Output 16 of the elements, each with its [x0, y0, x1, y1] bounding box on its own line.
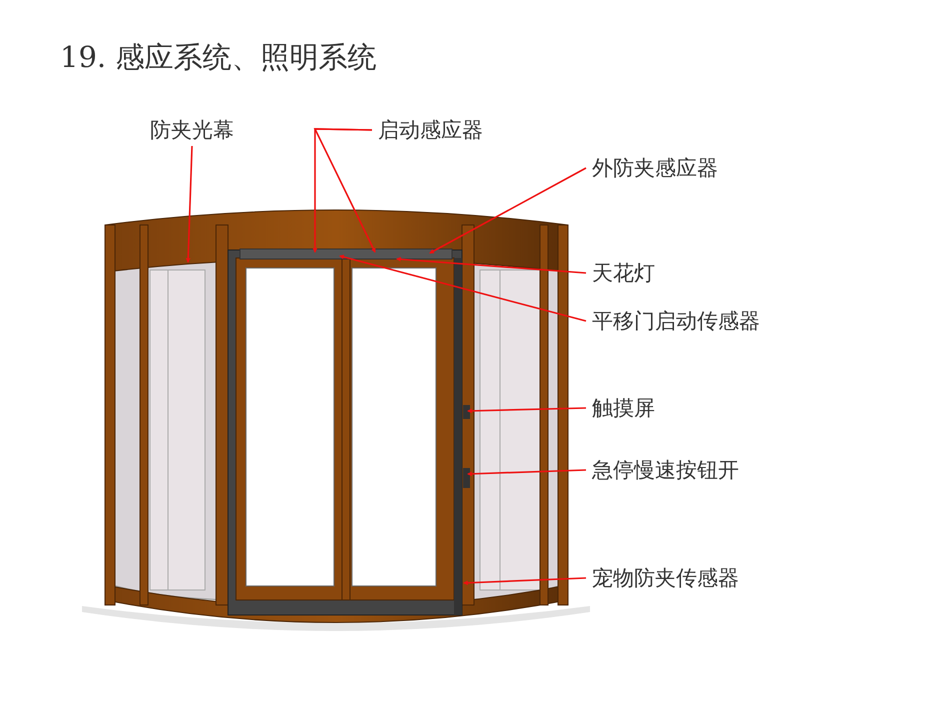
callout-label: 急停慢速按钮开 — [592, 457, 739, 483]
leader-line — [396, 256, 586, 274]
callout-label: 平移门启动传感器 — [592, 308, 760, 334]
callout-label: 防夹光幕 — [150, 117, 234, 143]
callout-label: 触摸屏 — [592, 395, 655, 421]
leader-line — [429, 167, 586, 254]
leader-line — [463, 577, 586, 586]
leader-line — [339, 254, 586, 322]
title: 19. 感应系统、照明系统 — [60, 39, 376, 76]
callout-label: 外防夹感应器 — [592, 155, 718, 181]
callout-label: 天花灯 — [592, 260, 655, 286]
leader-line — [467, 469, 586, 476]
leader-line — [467, 407, 586, 414]
callout-label: 启动感应器 — [378, 117, 483, 143]
leader-line — [186, 146, 193, 263]
callout-label: 宠物防夹传感器 — [592, 565, 739, 591]
